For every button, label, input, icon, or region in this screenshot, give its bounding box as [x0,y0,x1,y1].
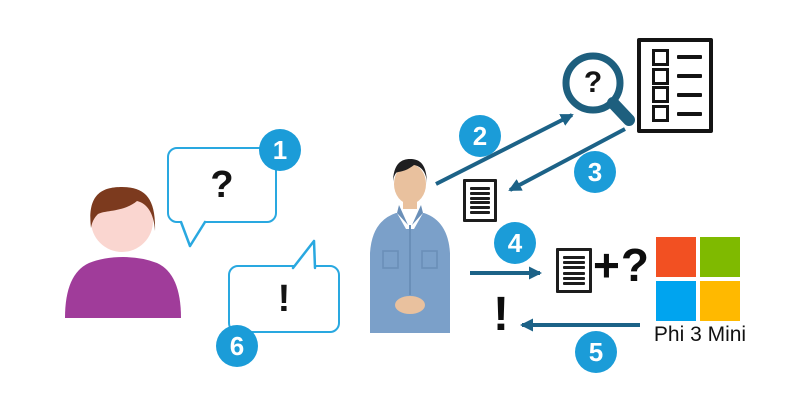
exclamation-mark: ! [277,278,291,320]
checklist-row [652,105,702,123]
ms-logo-blue-square [656,281,696,321]
document-text-line [563,281,585,285]
answer-bubble-tail [292,240,316,268]
document-text-line [563,261,585,265]
microsoft-logo [656,237,740,321]
presenter-collar-right [412,205,423,225]
checkbox-icon [652,48,669,66]
document-text-line [470,211,490,215]
document-text-line [470,206,490,210]
checklist-line [677,111,702,116]
step-badge-5: 5 [575,331,617,373]
presenter-person [370,159,450,333]
ms-logo-yellow-square [700,281,740,321]
magnifier-lens [562,52,624,114]
search-question-icon [562,52,635,126]
presenter-collar-left [397,205,408,225]
step-badge-2: 2 [459,115,501,157]
presenter-hands [395,296,425,314]
checklist-line [677,92,702,97]
document-text-line [563,266,585,270]
step-badge-1: 1 [259,129,301,171]
document-text-line [470,196,490,200]
magnifier-handle [607,97,635,126]
prompt-plus-question: +? [593,239,650,291]
retrieved-document-icon [463,179,497,222]
model-name-label: Phi 3 Mini [653,323,747,346]
document-text-line [470,191,490,195]
person-body [65,257,181,318]
answer-speech-bubble: ! [228,265,340,333]
document-text-line [563,271,585,275]
person-hair [90,187,156,231]
step-badge-4: 4 [494,222,536,264]
presenter-face [394,164,426,204]
step-badge-3: 3 [574,151,616,193]
document-text-line [470,201,490,205]
document-text-line [563,256,585,260]
checkbox-icon [652,86,669,104]
presenter-hair [393,159,427,185]
context-document-icon [556,248,592,293]
model-answer-mark: ! [493,288,509,341]
checklist-document-icon [637,38,713,133]
checklist-row [652,86,702,104]
question-speech-bubble: ? [167,147,277,223]
document-text-line [563,276,585,280]
ms-logo-green-square [700,237,740,277]
checkbox-icon [652,67,669,85]
checklist-line [677,55,702,60]
step-badge-6: 6 [216,325,258,367]
presenter-pocket-left [382,250,399,269]
question-mark: ? [210,164,234,206]
checklist-line [677,74,702,79]
answer-bubble-tail-stroke [291,239,317,270]
search-query-mark: ? [583,66,603,99]
ms-logo-red-square [656,237,696,277]
checklist-row [652,67,702,85]
checklist-row [652,48,702,66]
person-icon [65,187,181,318]
presenter-pocket-right [421,250,438,269]
document-text-line [470,186,490,190]
checkbox-icon [652,105,669,123]
